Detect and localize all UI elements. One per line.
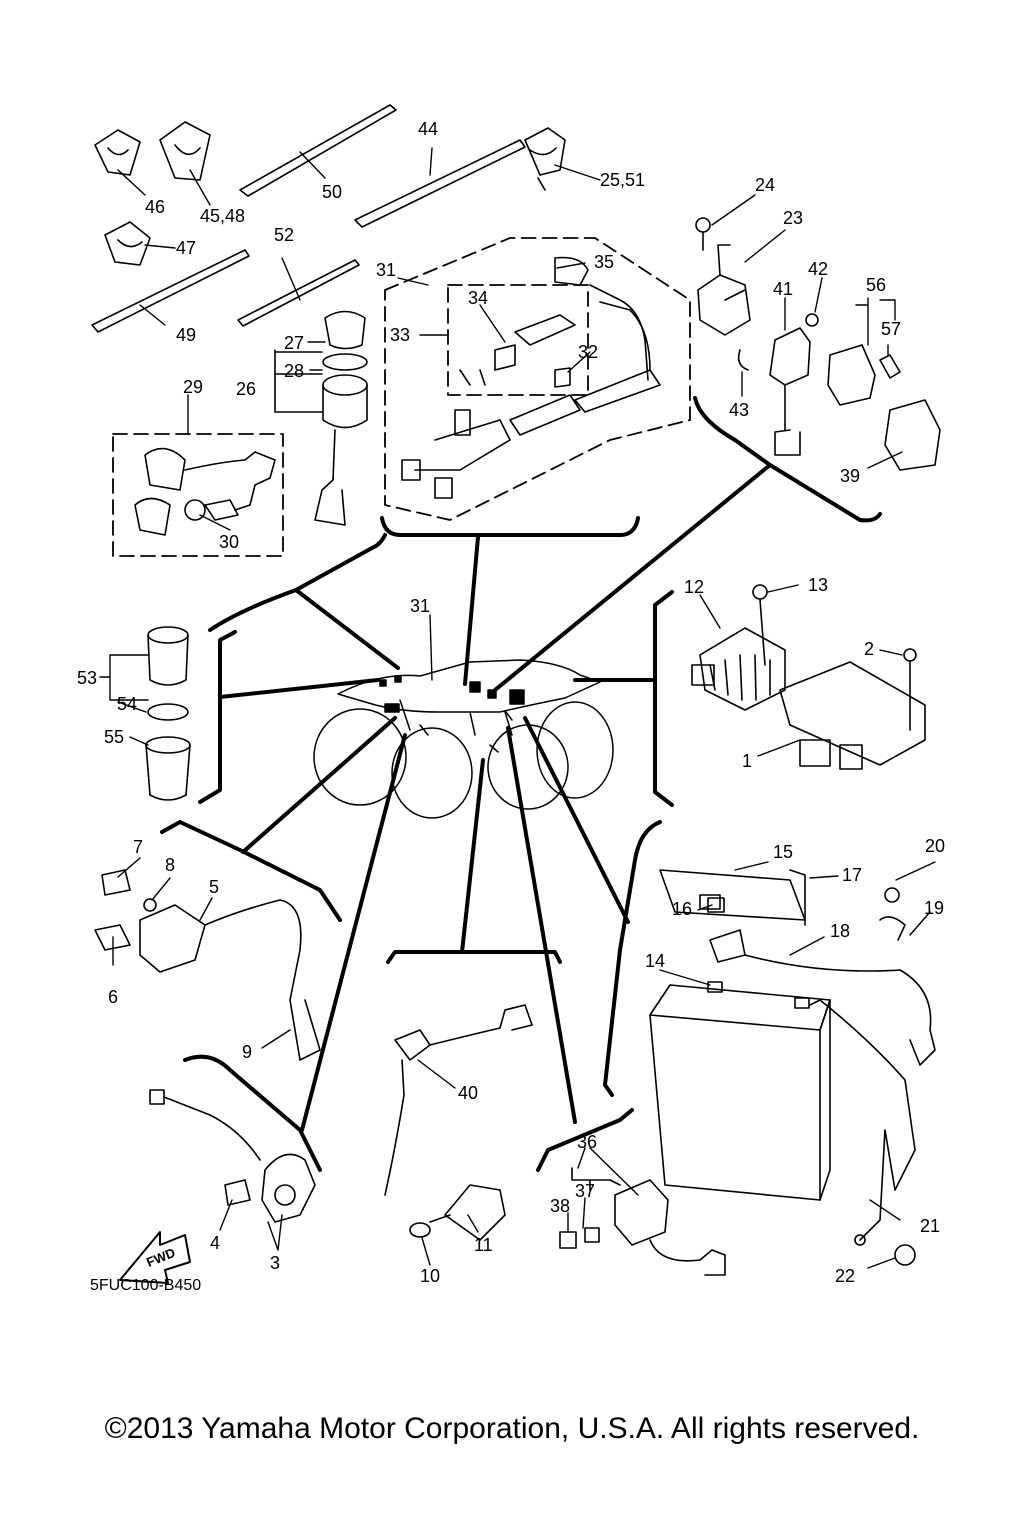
part-label: 30 (219, 532, 239, 552)
part-label: 55 (104, 727, 124, 747)
part-label: 10 (420, 1266, 440, 1286)
part-number-labels: 46 45,48 47 49 50 44 25,51 52 24 23 42 4… (77, 119, 945, 1286)
part-label: 14 (645, 951, 665, 971)
accessory-socket (145, 626, 191, 801)
part-label: 26 (236, 379, 256, 399)
ignition-coil (94, 869, 321, 1061)
part-label: 46 (145, 197, 165, 217)
wire-clips-and-ties (91, 104, 566, 333)
part-label: 44 (418, 119, 438, 139)
part-label: 57 (881, 319, 901, 339)
group-connector-lines (160, 396, 882, 1172)
part-label: 1 (742, 751, 752, 771)
dashed-group-outlines (112, 237, 691, 557)
reference-code: 5FUC100-B450 (90, 1277, 201, 1294)
part-label: 56 (866, 275, 886, 295)
part-label: 28 (284, 361, 304, 381)
part-label: 22 (835, 1266, 855, 1286)
part-label: 47 (176, 238, 196, 258)
part-label: 2 (864, 639, 874, 659)
part-label: 4 (210, 1233, 220, 1253)
part-label: 18 (830, 921, 850, 941)
part-label: 19 (924, 898, 944, 918)
part-label: 27 (284, 333, 304, 353)
part-label: 31 (410, 596, 430, 616)
part-label: 7 (133, 837, 143, 857)
part-label: 50 (322, 182, 342, 202)
vehicle-silhouette (313, 659, 614, 819)
wire-harness (401, 256, 661, 499)
part-label: 15 (773, 842, 793, 862)
main-switch-assembly (274, 310, 368, 526)
part-label: 8 (165, 855, 175, 875)
forward-arrow-icon (119, 1231, 191, 1284)
part-label: 6 (108, 987, 118, 1007)
part-label: 43 (729, 400, 749, 420)
part-label: 24 (755, 175, 775, 195)
part-label: 23 (783, 208, 803, 228)
part-label: 49 (176, 325, 196, 345)
callout-leaders (99, 147, 936, 1269)
sensor-switches (384, 1004, 533, 1241)
fwd-label: FWD (144, 1245, 177, 1270)
part-label: 52 (274, 225, 294, 245)
part-label: 20 (925, 836, 945, 856)
part-label: 3 (270, 1253, 280, 1273)
part-label: 32 (578, 342, 598, 362)
part-label: 39 (840, 466, 860, 486)
part-label: 38 (550, 1196, 570, 1216)
part-label: 42 (808, 259, 828, 279)
part-label: 12 (684, 577, 704, 597)
relays-and-fuses (695, 217, 941, 471)
part-label: 54 (117, 694, 137, 714)
part-label: 21 (920, 1216, 940, 1236)
part-label: 40 (458, 1083, 478, 1103)
headlight-socket-kit (134, 447, 276, 536)
part-label: 31 (376, 260, 396, 280)
part-label: 11 (474, 1235, 493, 1255)
part-label: 16 (672, 899, 692, 919)
part-label: 45,48 (200, 206, 245, 226)
part-label: 13 (808, 575, 828, 595)
part-label: 37 (575, 1181, 595, 1201)
copyright-notice: ©2013 Yamaha Motor Corporation, U.S.A. A… (104, 1412, 920, 1445)
part-label: 41 (773, 279, 793, 299)
part-label: 34 (468, 288, 488, 308)
rectifier-and-cdi (691, 584, 926, 770)
part-label: 36 (577, 1132, 597, 1152)
part-label: 25,51 (600, 170, 645, 190)
part-label: 29 (183, 377, 203, 397)
part-label: 35 (594, 252, 614, 272)
part-label: 53 (77, 668, 97, 688)
part-label: 9 (242, 1042, 252, 1062)
part-label: 17 (842, 865, 862, 885)
battery-assembly (649, 869, 936, 1266)
part-label: 5 (209, 877, 219, 897)
pickup-coil (149, 1089, 316, 1223)
part-label: 33 (390, 325, 410, 345)
